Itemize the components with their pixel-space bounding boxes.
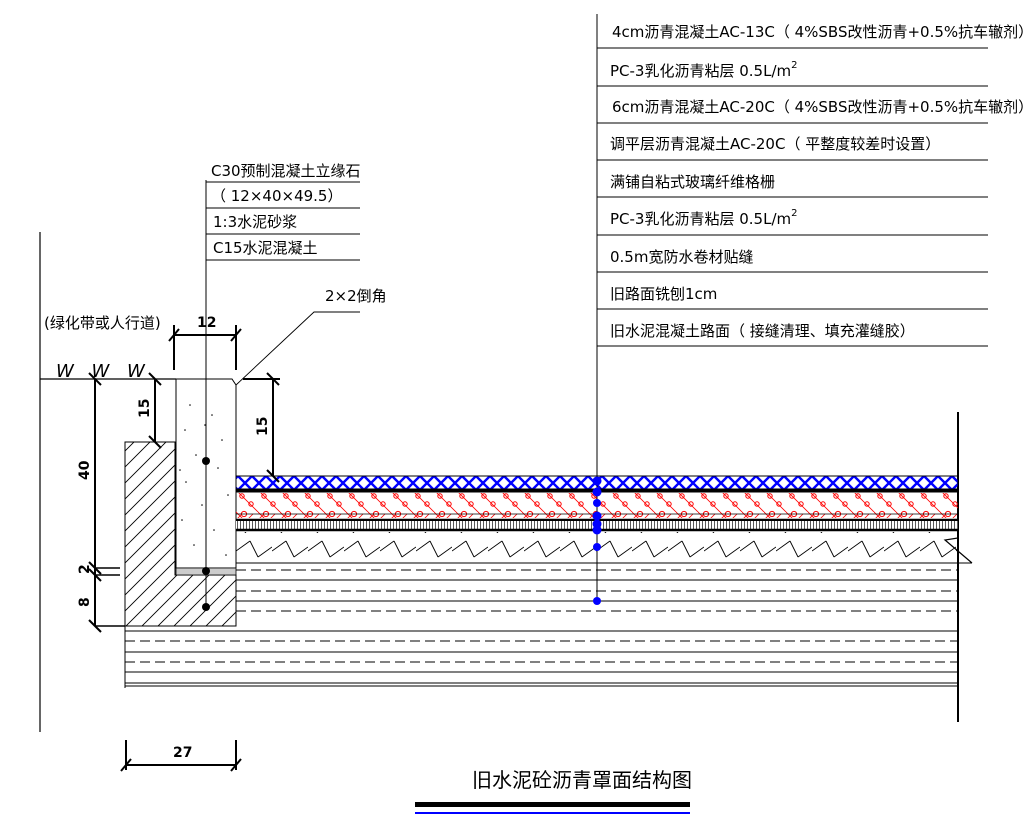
curb-label-3: 1:3水泥砂浆 [213,213,297,231]
dim-reveal-left: 15 [137,399,153,418]
chamfer-label: 2×2倒角 [325,287,387,305]
curb-label-2: （ 12×40×49.5） [211,187,342,205]
curb-label-4: C15水泥混凝土 [213,239,318,257]
leader-dots [592,476,602,605]
title-underline-blue [415,812,690,814]
title-underline-black [415,802,690,807]
pavement-label-7: 0.5m宽防水卷材贴缝 [610,248,753,266]
dim-base-width: 27 [173,745,192,761]
pavement-label-3: 6cm沥青混凝土AC-20C（ 4%SBS改性沥青+0.5%抗车辙剂） [612,98,1033,116]
pavement-label-1: 4cm沥青混凝土AC-13C（ 4%SBS改性沥青+0.5%抗车辙剂） [612,23,1033,41]
dim-mortar: 2 [77,564,93,574]
curb-label-table [206,181,360,261]
drawing-title: 旧水泥砼沥青罩面结构图 [472,768,692,792]
dim-base-thickness: 8 [77,597,93,607]
curb-label-1: C30预制混凝土立缘石 [211,162,361,180]
dim-curb-width: 12 [197,315,216,331]
break-symbol [943,532,973,564]
dim-curb-height: 40 [77,460,93,480]
pavement-label-5: 满铺自粘式玻璃纤维格栅 [610,173,775,191]
pavement-label-6: PC-3乳化沥青粘层 0.5L/m2 [610,208,798,228]
pavement-label-9: 旧水泥混凝土路面（ 接缝清理、填充灌缝胶） [610,322,915,340]
pavement-label-2: PC-3乳化沥青粘层 0.5L/m2 [610,60,798,80]
pavement-label-8: 旧路面铣刨1cm [610,285,717,303]
chamfer-leader [235,311,360,386]
sidewalk-label: (绿化带或人行道) [44,314,161,332]
dimension-lines [88,325,280,772]
old-concrete-pavement [124,569,958,688]
curb-speckle [179,404,229,556]
pavement-label-4: 调平层沥青混凝土AC-20C（ 平整度较差时设置） [610,135,940,153]
grass-symbol: W W W [56,361,151,382]
pavement-label-table [597,47,988,347]
dim-reveal-right: 15 [255,417,271,436]
